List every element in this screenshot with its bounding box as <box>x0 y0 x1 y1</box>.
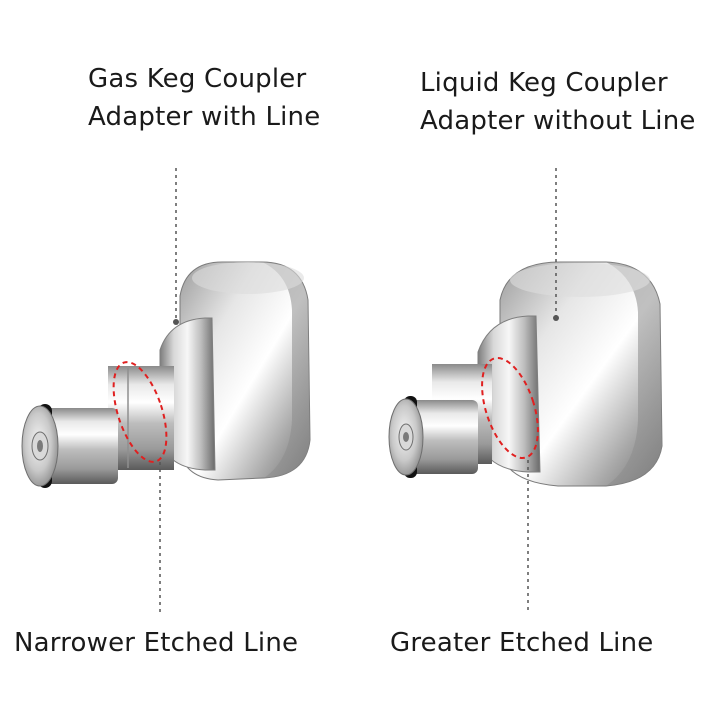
liquid-adapter-title-line1: Liquid Keg Coupler <box>420 68 668 98</box>
liquid-adapter-title: Liquid Keg Coupler Adapter without Line <box>420 64 696 140</box>
gas-adapter-title-line2: Adapter with Line <box>88 102 321 132</box>
gas-adapter-title: Gas Keg Coupler Adapter with Line <box>88 60 320 136</box>
gas-adapter-title-line1: Gas Keg Coupler <box>88 64 307 94</box>
liquid-adapter-title-line2: Adapter without Line <box>420 106 696 136</box>
gas-adapter-image <box>21 168 311 612</box>
liquid-adapter-image <box>388 168 663 612</box>
liquid-adapter-caption: Greater Etched Line <box>390 628 654 658</box>
gas-adapter-caption: Narrower Etched Line <box>14 628 299 658</box>
